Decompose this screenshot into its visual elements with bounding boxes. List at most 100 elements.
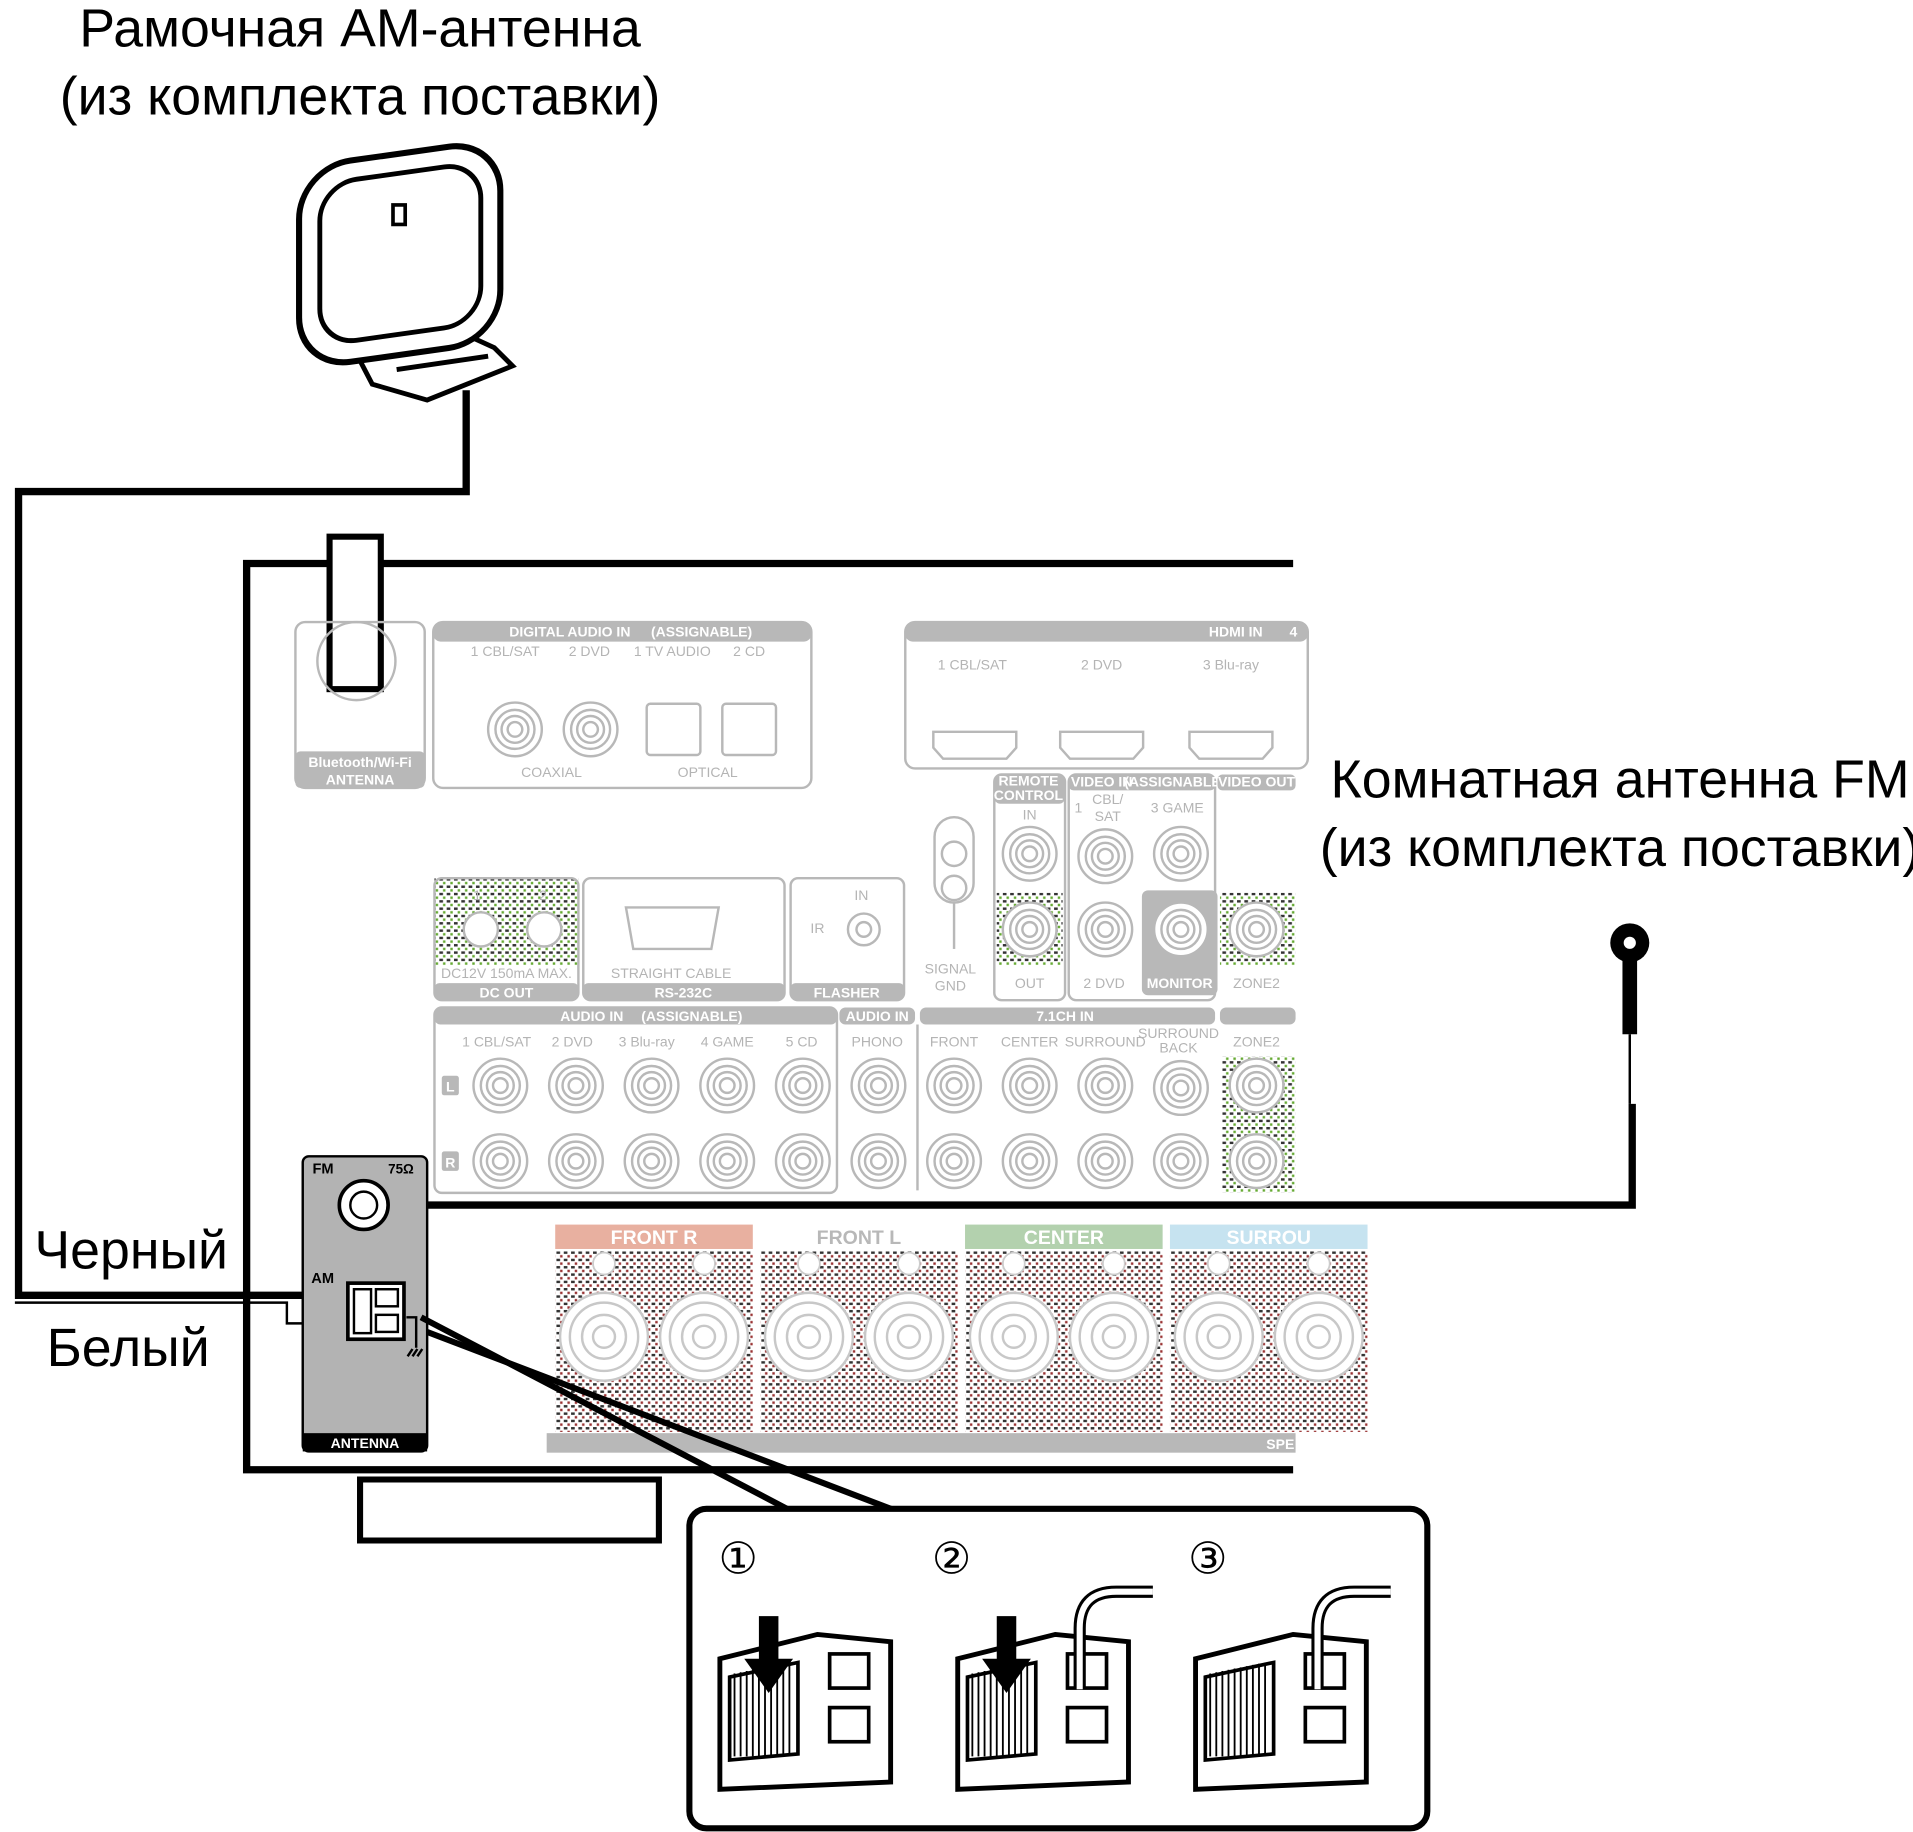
video-in-title: VIDEO IN: [1071, 774, 1133, 790]
rca-jack-icon: [926, 1057, 983, 1114]
7-1ch-in-panel: 7.1CH IN FRONT CENTER SURROUND SURROUND …: [919, 1007, 1219, 1190]
antenna-label: ANTENNA: [331, 1435, 400, 1451]
right-channel-label: R: [445, 1154, 455, 1170]
rca-jack-icon: [472, 1133, 529, 1190]
fm-antenna-title: Комнатная антенна FM: [1330, 750, 1909, 810]
remote-in: IN: [1023, 807, 1037, 823]
rca-jack-icon: [1077, 828, 1134, 885]
rca-jack-icon: [1077, 1057, 1134, 1114]
rca-jack-icon: [850, 1057, 907, 1114]
video-in-1c: SAT: [1095, 808, 1122, 824]
monitor-label: MONITOR: [1147, 975, 1213, 991]
input-label: 1 CBL/SAT: [471, 643, 541, 659]
audio-in-sub: (ASSIGNABLE): [641, 1008, 742, 1024]
ch71-label: CENTER: [1001, 1034, 1059, 1050]
optical-label: OPTICAL: [678, 764, 738, 780]
zone2-video-label: ZONE2: [1233, 975, 1280, 991]
speaker-terminal-icon[interactable]: [1273, 1251, 1364, 1382]
hdmi-input-label: 3 Blu-ray: [1203, 657, 1259, 673]
step-2-number: ②: [932, 1533, 971, 1584]
signal-gnd-label-2: GND: [935, 977, 966, 993]
rca-jack-icon: [1228, 1057, 1285, 1114]
video-in-panel: VIDEO IN (ASSIGNABLE) 1 CBL/ SAT 3 GAME …: [1067, 773, 1225, 1002]
step-2-illustration: [955, 1585, 1153, 1792]
rca-jack-icon: [926, 1133, 983, 1190]
speaker-terminal-icon[interactable]: [558, 1251, 650, 1382]
rca-jack-icon: [850, 1133, 907, 1190]
speaker-group: FRONT L: [760, 1224, 958, 1432]
ch71-title: 7.1CH IN: [1036, 1008, 1094, 1024]
video-out-title: VIDEO OUT: [1218, 774, 1296, 790]
rca-jack-icon: [1152, 1059, 1209, 1117]
step-1-number: ①: [718, 1533, 757, 1584]
ch71-label: BACK: [1159, 1040, 1198, 1056]
video-in-1b: CBL/: [1092, 791, 1123, 807]
bt-label-2: ANTENNA: [326, 771, 395, 787]
speaker-group-label: CENTER: [1024, 1227, 1104, 1249]
zone2-audio-label: ZONE2: [1233, 1034, 1280, 1050]
white-wire-label: Белый: [47, 1318, 210, 1378]
phono-title: AUDIO IN: [846, 1008, 909, 1024]
fm-antenna-cable: [366, 1103, 1636, 1209]
dc-port-2: 2: [539, 887, 547, 903]
hdmi-input-label: 1 CBL/SAT: [938, 657, 1008, 673]
speaker-group-label: SURROU: [1226, 1227, 1311, 1249]
am-wire-connection-steps: ① ② ③: [686, 1505, 1431, 1832]
hdmi-in-panel: HDMI IN 4 1 CBL/SAT 2 DVD 3 Blu-ray: [904, 620, 1309, 770]
speaker-terminal-icon[interactable]: [658, 1251, 750, 1382]
remote-label-2: CONTROL: [994, 787, 1064, 803]
speaker-terminal-icon[interactable]: [1173, 1251, 1264, 1382]
press-arrow-icon: [744, 1616, 794, 1693]
rca-jack-icon: [1001, 901, 1058, 958]
digital-audio-sub: (ASSIGNABLE): [651, 624, 752, 640]
speaker-terminal-icon[interactable]: [1068, 1251, 1159, 1382]
audio-input-label: 1 CBL/SAT: [462, 1034, 532, 1050]
ch71-label: SURROUND: [1065, 1034, 1146, 1050]
speaker-terminal-icon[interactable]: [968, 1251, 1059, 1382]
signal-gnd: SIGNAL GND: [925, 815, 977, 993]
speaker-group: SURROU: [1169, 1224, 1368, 1432]
impedance-label: 75Ω: [388, 1161, 414, 1176]
rs232c-label: RS-232C: [654, 985, 712, 1001]
fm-antenna-subtitle: (из комплекта поставки): [1320, 818, 1913, 878]
rca-jack-icon: [1152, 1133, 1209, 1190]
input-label: 2 CD: [733, 643, 765, 659]
bt-label: Bluetooth/Wi-Fi: [308, 754, 411, 770]
rca-jack-icon: [1001, 1057, 1058, 1114]
digital-audio-title: DIGITAL AUDIO IN: [509, 624, 630, 640]
dc-port-1: 1: [473, 887, 481, 903]
black-wire-label: Черный: [34, 1220, 228, 1280]
dc-spec: DC12V 150mA MAX.: [441, 965, 572, 981]
digital-audio-in-panel: DIGITAL AUDIO IN (ASSIGNABLE) 1 CBL/SAT …: [432, 620, 813, 790]
speaker-terminal-icon[interactable]: [863, 1251, 955, 1382]
rs232c-panel: STRAIGHT CABLE RS-232C: [582, 876, 786, 1002]
input-label: 2 DVD: [569, 643, 610, 659]
rca-jack-icon: [472, 1057, 529, 1114]
audio-in-title: AUDIO IN: [560, 1008, 623, 1024]
remote-label: REMOTE: [998, 772, 1058, 788]
am-antenna-cable: [14, 390, 470, 1299]
rca-jack-icon: [1001, 825, 1058, 882]
step-3-illustration: [1193, 1585, 1391, 1792]
remote-out: OUT: [1015, 975, 1045, 991]
hdmi-input-label: 2 DVD: [1081, 657, 1122, 673]
audio-in-panel: AUDIO IN (ASSIGNABLE) 1 CBL/SAT 2 DVD 3 …: [433, 1006, 839, 1195]
rca-jack-icon: [1228, 1133, 1285, 1190]
fm-label: FM: [312, 1161, 333, 1177]
remote-control-panel: REMOTE CONTROL IN OUT: [993, 772, 1067, 1002]
speaker-terminal-icon[interactable]: [763, 1251, 855, 1382]
rca-jack-icon: [699, 1057, 756, 1114]
fm-antenna-icon: [1610, 923, 1650, 1104]
coaxial-label: COAXIAL: [521, 764, 582, 780]
video-in-2: 2 DVD: [1083, 975, 1124, 991]
video-in-3: 3 GAME: [1151, 799, 1204, 815]
speaker-group: FRONT R: [555, 1224, 753, 1432]
rca-jack-icon: [547, 1133, 605, 1190]
rca-jack-icon: [562, 701, 619, 758]
flasher-panel: IN IR FLASHER: [789, 876, 906, 1002]
left-channel-label: L: [446, 1079, 455, 1095]
signal-gnd-label: SIGNAL: [925, 960, 977, 976]
speakers-footer: SPE: [1266, 1436, 1294, 1452]
rca-jack-icon: [623, 1057, 680, 1114]
